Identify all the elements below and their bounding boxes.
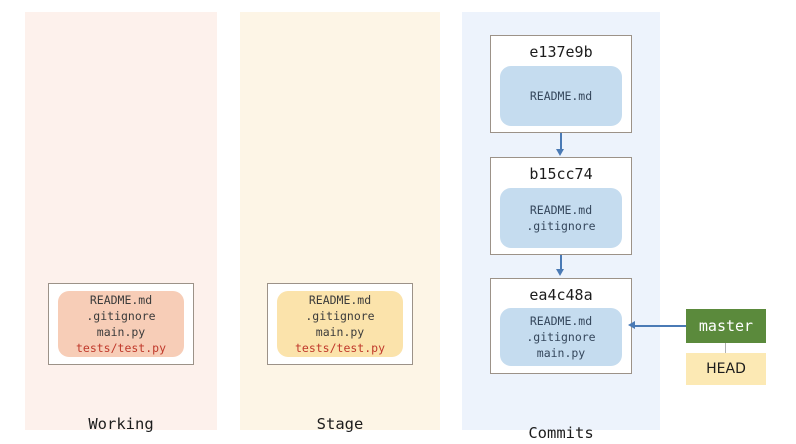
branch-pointer-line: [634, 325, 686, 327]
branch-label-text: master: [698, 317, 754, 335]
stage-index-file-list: README.md .gitignore main.py tests/test.…: [277, 291, 403, 357]
caption-line: Stage: [316, 415, 364, 433]
working-directory-panel: [25, 12, 217, 430]
stage-index-caption: Stage Index: [267, 372, 413, 444]
head-attachment-line: [725, 343, 727, 354]
file-item: README.md: [89, 293, 153, 307]
commit-file-list: README.md: [500, 66, 622, 126]
stage-index-panel: [240, 12, 440, 430]
file-item: .gitignore: [526, 330, 596, 344]
file-item-modified: tests/test.py: [75, 341, 166, 355]
caption-line: Working: [88, 415, 154, 433]
file-item: main.py: [315, 325, 365, 339]
file-item: README.md: [529, 89, 593, 103]
file-item: .gitignore: [305, 309, 375, 323]
commit-hash-label: ea4c48a: [529, 286, 593, 304]
branch-pointer-arrow-icon: [628, 321, 635, 329]
file-item: README.md: [308, 293, 372, 307]
commit-file-list: README.md .gitignore main.py: [500, 308, 622, 366]
commits-history-caption: Commits History: [490, 381, 632, 444]
file-item: .gitignore: [86, 309, 156, 323]
commit-hash-label: e137e9b: [529, 43, 593, 61]
head-label-text: HEAD: [706, 361, 746, 377]
branch-label-master[interactable]: master: [686, 309, 766, 343]
commit-hash-label: b15cc74: [529, 165, 593, 183]
head-label[interactable]: HEAD: [686, 353, 766, 385]
file-item: .gitignore: [526, 219, 596, 233]
commit-file-list: README.md .gitignore: [500, 188, 622, 248]
commit-connector-arrow-icon: [556, 269, 564, 276]
working-directory-caption: Working Directory: [48, 372, 194, 444]
file-item: main.py: [536, 346, 586, 360]
commit-connector-line: [560, 255, 562, 271]
file-item: main.py: [96, 325, 146, 339]
file-item: README.md: [529, 203, 593, 217]
commit-connector-line: [560, 133, 562, 151]
working-directory-file-list: README.md .gitignore main.py tests/test.…: [58, 291, 184, 357]
caption-line: Commits: [528, 424, 594, 442]
file-item-modified: tests/test.py: [294, 341, 385, 355]
file-item: README.md: [529, 314, 593, 328]
commit-connector-arrow-icon: [556, 149, 564, 156]
